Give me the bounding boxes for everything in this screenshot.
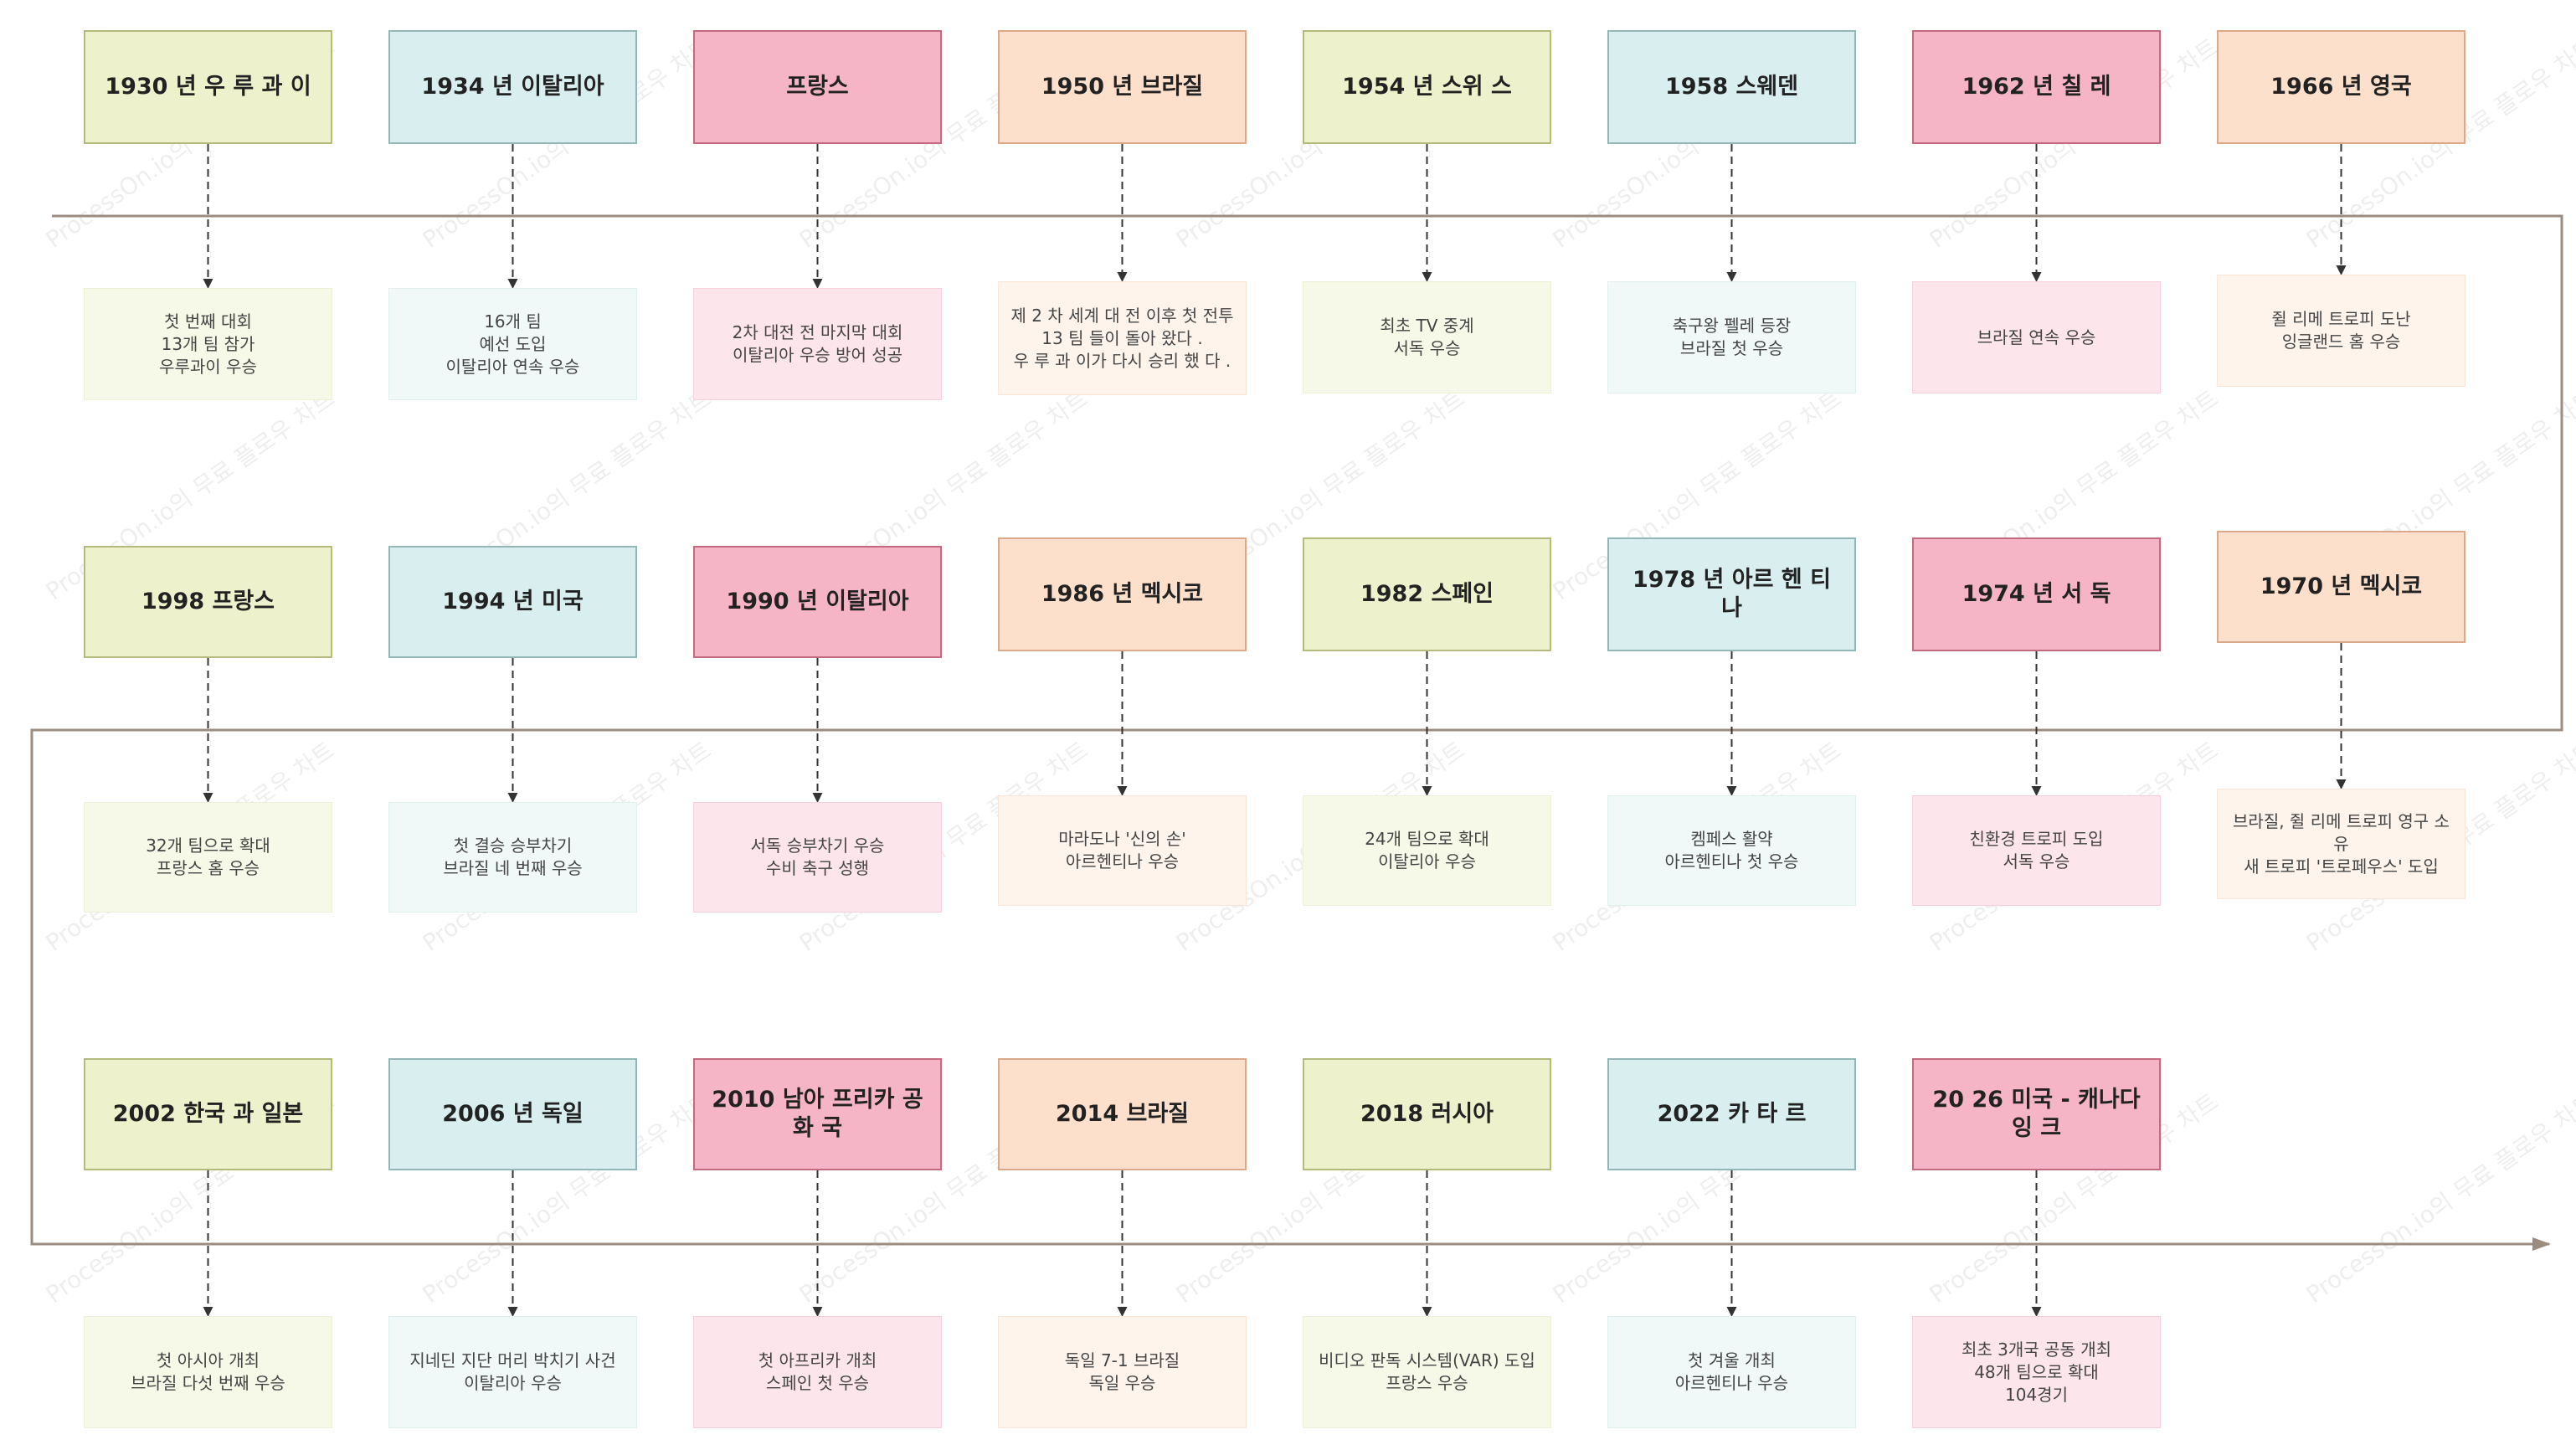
event-title-box[interactable]: 2002 한국 과 일본 [84,1058,332,1170]
event-title-box[interactable]: 1970 년 멕시코 [2217,531,2465,643]
event-description-box: 마라도나 '신의 손' 아르헨티나 우승 [998,795,1247,906]
event-title-box[interactable]: 1978 년 아르 헨 티 나 [1607,537,1856,651]
event-title-box[interactable]: 2022 카 타 르 [1607,1058,1856,1170]
event-title-box[interactable]: 2006 년 독일 [388,1058,637,1170]
event-description-box: 2차 대전 전 마지막 대회 이탈리아 우승 방어 성공 [693,288,942,400]
event-description-box: 비디오 판독 시스템(VAR) 도입 프랑스 우승 [1303,1316,1551,1428]
event-title-box[interactable]: 1930 년 우 루 과 이 [84,30,332,144]
event-description-box: 24개 팀으로 확대 이탈리아 우승 [1303,795,1551,906]
event-title-box[interactable]: 1958 스웨덴 [1607,30,1856,144]
event-description-box: 16개 팀 예선 도입 이탈리아 연속 우승 [388,288,637,400]
event-description-box: 축구왕 펠레 등장 브라질 첫 우승 [1607,281,1856,393]
event-title-box[interactable]: 1962 년 칠 레 [1912,30,2161,144]
event-title-box[interactable]: 1966 년 영국 [2217,30,2465,144]
event-title-box[interactable]: 2018 러시아 [1303,1058,1551,1170]
event-description-box: 첫 아프리카 개최 스페인 첫 우승 [693,1316,942,1428]
event-description-box: 제 2 차 세계 대 전 이후 첫 전투 13 팀 들이 돌아 왔다 . 우 루… [998,281,1247,395]
event-title-box[interactable]: 1990 년 이탈리아 [693,546,942,658]
event-description-box: 최초 3개국 공동 개최 48개 팀으로 확대 104경기 [1912,1316,2161,1428]
event-description-box: 켐페스 활약 아르헨티나 첫 우승 [1607,795,1856,906]
event-description-box: 32개 팀으로 확대 프랑스 홈 우승 [84,802,332,913]
event-description-box: 브라질 연속 우승 [1912,281,2161,393]
event-title-box[interactable]: 1986 년 멕시코 [998,537,1247,651]
event-description-box: 독일 7-1 브라질 독일 우승 [998,1316,1247,1428]
event-title-box[interactable]: 1950 년 브라질 [998,30,1247,144]
timeline-path [30,214,2563,1251]
event-description-box: 첫 겨울 개최 아르헨티나 우승 [1607,1316,1856,1428]
event-title-box[interactable]: 20 26 미국 - 캐나다 잉 크 [1912,1058,2161,1170]
event-title-box[interactable]: 1998 프랑스 [84,546,332,658]
event-description-box: 첫 아시아 개최 브라질 다섯 번째 우승 [84,1316,332,1428]
event-description-box: 쥘 리메 트로피 도난 잉글랜드 홈 우승 [2217,275,2465,387]
event-title-box[interactable]: 1982 스페인 [1303,537,1551,651]
event-description-box: 브라질, 쥘 리메 트로피 영구 소유 새 트로피 '트로페우스' 도입 [2217,789,2465,899]
event-title-box[interactable]: 1954 년 스위 스 [1303,30,1551,144]
event-description-box: 서독 승부차기 우승 수비 축구 성행 [693,802,942,913]
event-title-box[interactable]: 1974 년 서 독 [1912,537,2161,651]
event-title-box[interactable]: 2010 남아 프리카 공화 국 [693,1058,942,1170]
event-description-box: 첫 결승 승부차기 브라질 네 번째 우승 [388,802,637,913]
event-title-box[interactable]: 프랑스 [693,30,942,144]
event-title-box[interactable]: 1994 년 미국 [388,546,637,658]
event-title-box[interactable]: 1934 년 이탈리아 [388,30,637,144]
event-description-box: 지네딘 지단 머리 박치기 사건 이탈리아 우승 [388,1316,637,1428]
event-description-box: 최초 TV 중계 서독 우승 [1303,281,1551,393]
event-description-box: 친환경 트로피 도입 서독 우승 [1912,795,2161,906]
event-description-box: 첫 번째 대회 13개 팀 참가 우루과이 우승 [84,288,332,400]
event-title-box[interactable]: 2014 브라질 [998,1058,1247,1170]
